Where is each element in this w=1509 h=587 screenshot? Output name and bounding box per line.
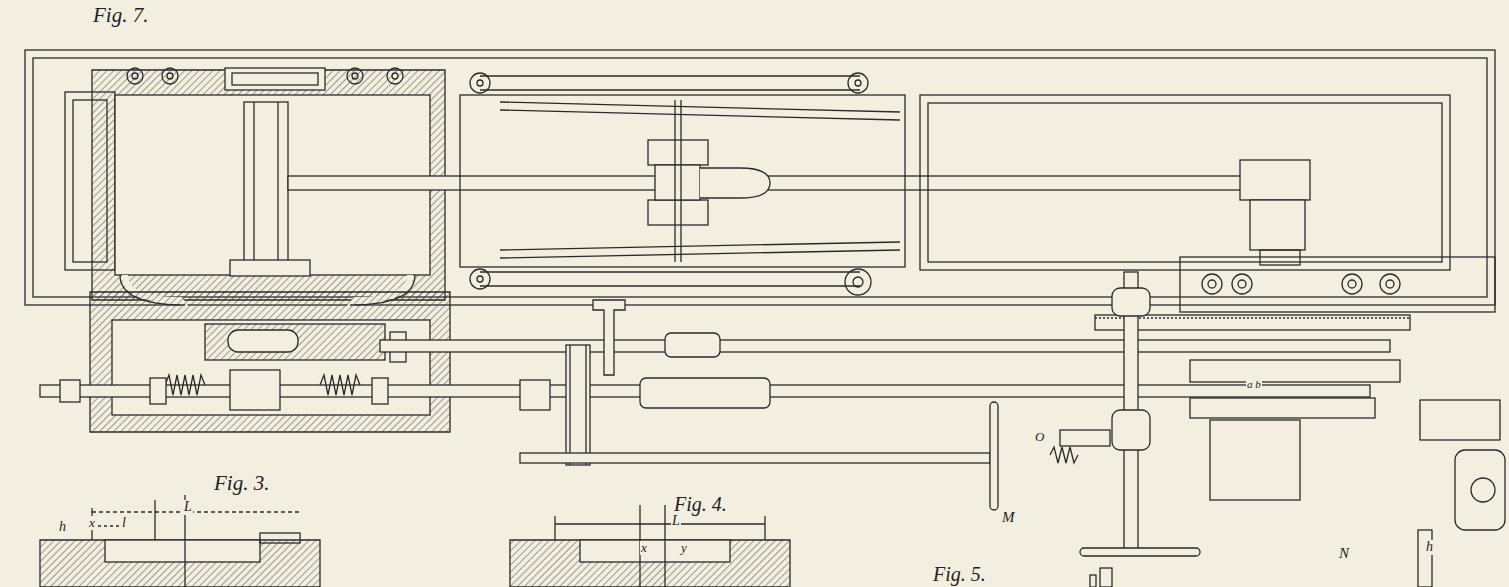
figure-caption: Fig. 7.: [92, 4, 149, 26]
dimension-letter: N: [1338, 546, 1350, 562]
dimension-letter: L: [183, 500, 193, 515]
dimension-letter: l: [121, 516, 127, 531]
dimension-letter: L: [671, 514, 681, 529]
dimension-letter: x: [88, 516, 96, 530]
dimension-letter: x: [640, 541, 648, 555]
figure-caption: Fig. 4.: [673, 494, 728, 515]
figure-caption: Fig. 3.: [213, 472, 270, 494]
dimension-letter: h: [1425, 540, 1434, 555]
dimension-letter: O: [1034, 430, 1045, 444]
dimension-letter: M: [1001, 510, 1016, 526]
figure-caption: Fig. 5.: [932, 564, 987, 585]
dimension-letter: h: [58, 520, 67, 535]
dimension-letter: y: [680, 541, 688, 555]
dimension-letter: a b: [1246, 379, 1262, 391]
